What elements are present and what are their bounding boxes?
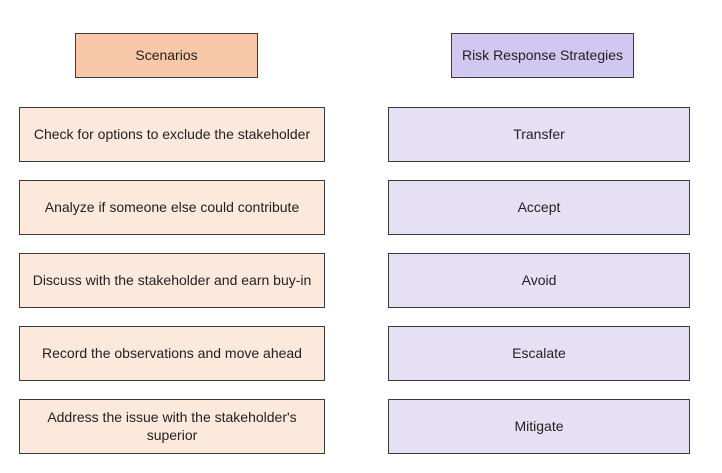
scenario-box: Analyze if someone else could contribute [19,180,325,235]
strategies-header: Risk Response Strategies [451,33,634,78]
scenario-box: Record the observations and move ahead [19,326,325,381]
strategy-box: Avoid [388,253,690,308]
scenario-box: Check for options to exclude the stakeho… [19,107,325,162]
strategy-box: Accept [388,180,690,235]
strategy-box: Mitigate [388,399,690,454]
scenario-box: Discuss with the stakeholder and earn bu… [19,253,325,308]
strategy-box: Escalate [388,326,690,381]
scenarios-header: Scenarios [75,33,258,78]
scenario-box: Address the issue with the stakeholder's… [19,399,325,454]
strategy-box: Transfer [388,107,690,162]
